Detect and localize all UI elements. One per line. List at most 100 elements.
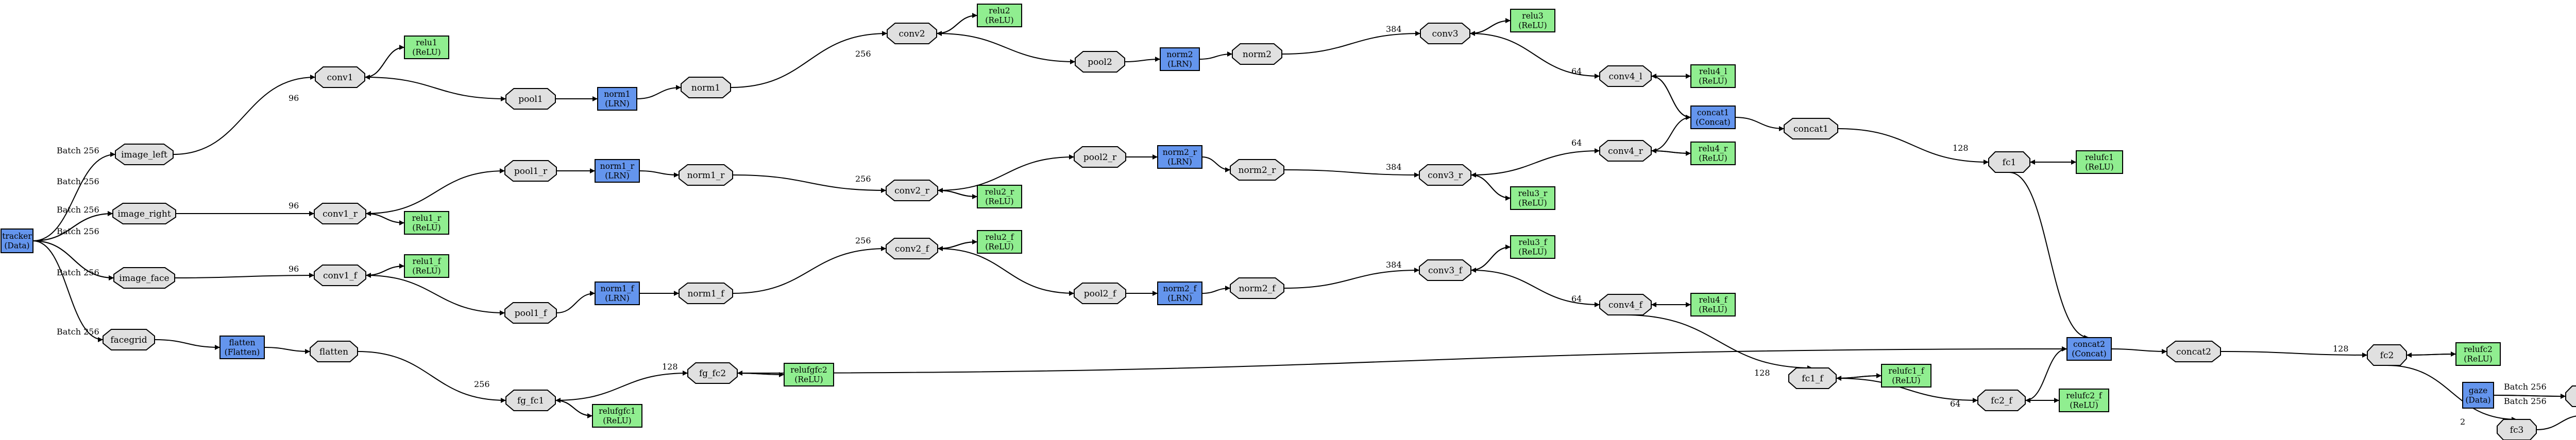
- layer-label: (ReLU): [1518, 198, 1547, 207]
- blob-shape: [2497, 419, 2537, 440]
- blob-pool2-r: pool2_r: [1074, 146, 1126, 168]
- blob-label: fg_fc2: [699, 368, 726, 379]
- layer-label: relu2_f: [986, 233, 1014, 242]
- blob-shape: [1074, 283, 1126, 304]
- edge-tracker-facegrid: [32, 240, 104, 342]
- layer-label: (Concat): [2072, 349, 2106, 358]
- layer-norm2-r-layer: norm2_r(LRN): [1157, 145, 1202, 169]
- edge-label: 128: [2333, 344, 2349, 354]
- edge-conv4_l-concat1_layer: [1651, 76, 1691, 120]
- layer-label: (ReLU): [1699, 153, 1727, 163]
- blob-shape: [113, 267, 175, 289]
- layer-box: [2462, 382, 2494, 409]
- layer-relu2: relu2(ReLU): [977, 4, 1022, 27]
- blob-shape: [314, 265, 366, 286]
- edge-relu1-conv1: [364, 47, 405, 80]
- edge-norm1_f-conv2_f: [732, 246, 887, 294]
- edge-pool1_f-norm1_f_layer: [556, 291, 596, 313]
- layer-label: relu3_f: [1519, 238, 1548, 247]
- edge-label: Batch 256: [57, 177, 99, 186]
- blob-norm2-f: norm2_f: [1230, 277, 1284, 299]
- layer-box: [219, 336, 265, 359]
- edge-label: Batch 256: [2504, 396, 2547, 406]
- layer-relufc2-f: relufc2_f(ReLU): [2059, 389, 2109, 412]
- edge-label: 384: [1386, 24, 1402, 34]
- edge-conv4_f-fc1_f: [1625, 314, 1813, 371]
- blob-shape: [315, 66, 365, 88]
- edge-conv1_f-pool1_f: [365, 275, 505, 315]
- blob-gaze: gaze: [2565, 385, 2576, 407]
- layer-label: (LRN): [1167, 157, 1192, 166]
- blob-conv3-f: conv3_f: [1419, 259, 1471, 281]
- edge-flatten_layer-flatten: [264, 347, 311, 354]
- layer-relu1-r: relu1_r(ReLU): [404, 211, 449, 235]
- blob-conv1-r: conv1_r: [314, 203, 366, 224]
- edge-label: 96: [289, 264, 299, 274]
- layer-box: [1510, 186, 1555, 210]
- edge-tracker-image_right: [32, 211, 113, 241]
- blob-label: norm1: [691, 83, 720, 93]
- layer-relu1: relu1(ReLU): [404, 36, 449, 59]
- edge-norm1_r-conv2_r: [732, 174, 887, 193]
- edge-label: 96: [289, 201, 299, 210]
- layer-label: relufgfc2: [790, 365, 827, 375]
- edge-conv3_f-conv4_f: [1470, 270, 1600, 307]
- edge-label: 128: [1953, 143, 1969, 153]
- edge-conv2-pool2: [936, 33, 1076, 64]
- blob-image-face: image_face: [113, 267, 175, 289]
- layer-box: [1160, 47, 1200, 71]
- blob-label: conv2: [899, 29, 925, 39]
- layer-label: (ReLU): [1699, 76, 1727, 85]
- blob-shape: [681, 77, 731, 98]
- blob-label: image_right: [117, 209, 171, 219]
- blob-shape: [1074, 146, 1126, 168]
- edge-image_face-conv1_f: [174, 273, 315, 278]
- blob-shape: [505, 390, 556, 411]
- blob-label: conv1_f: [323, 271, 358, 281]
- layer-label: (LRN): [605, 293, 630, 303]
- edge-tracker-image_left: [32, 152, 116, 241]
- layer-label: relu3: [1522, 11, 1543, 21]
- blob-label: pool2_f: [1084, 289, 1117, 299]
- layer-label: (LRN): [605, 99, 630, 108]
- edge-norm2-conv3: [1281, 31, 1421, 55]
- layer-label: (ReLU): [1518, 247, 1547, 256]
- layer-box: [2455, 342, 2501, 366]
- layer-box: [404, 254, 449, 278]
- blob-conv2-f: conv2_f: [886, 238, 938, 259]
- edge-norm1_r_layer-norm1_r: [639, 170, 680, 178]
- blob-shape: [1419, 164, 1471, 186]
- blob-shape: [1988, 151, 2030, 173]
- edge-label: 2: [2460, 417, 2465, 427]
- blob-concat1: concat1: [1784, 118, 1838, 139]
- edge-label: Batch 256: [57, 327, 99, 337]
- layer-label: relufc1: [2085, 153, 2114, 162]
- blob-shape: [505, 88, 556, 110]
- blob-shape: [1232, 43, 1282, 65]
- layer-box: [1690, 142, 1736, 165]
- blob-label: norm2_r: [1239, 165, 1277, 175]
- edge-fg_fc1-fg_fc2: [555, 371, 688, 401]
- edge-concat1_layer-concat1: [1735, 117, 1785, 131]
- edge-label: Batch 256: [57, 226, 99, 236]
- layer-relu4-f: relu4_f(ReLU): [1690, 293, 1736, 316]
- blob-label: norm1_r: [687, 170, 725, 181]
- blob-label: conv2_f: [895, 244, 930, 254]
- edge-conv2_f-pool2_f: [937, 248, 1075, 296]
- blob-fc2: fc2: [2367, 344, 2407, 366]
- layer-box: [597, 87, 637, 111]
- layer-label: (LRN): [1167, 59, 1192, 68]
- blob-label: norm1_f: [687, 289, 725, 299]
- layer-gaze-data: gaze(Data): [2462, 382, 2494, 409]
- layer-label: (ReLU): [985, 197, 1013, 206]
- blob-shape: [679, 283, 733, 304]
- blob-shape: [679, 164, 733, 186]
- edge-label: Batch 256: [2504, 382, 2547, 392]
- blob-norm2-r: norm2_r: [1230, 159, 1284, 181]
- layer-box: [1690, 105, 1736, 129]
- blob-label: pool1_r: [514, 166, 548, 177]
- layer-norm2-layer: norm2(LRN): [1160, 47, 1200, 71]
- edge-fc1_f-fc2_f: [1836, 378, 1978, 403]
- layer-label: (Data): [4, 241, 29, 250]
